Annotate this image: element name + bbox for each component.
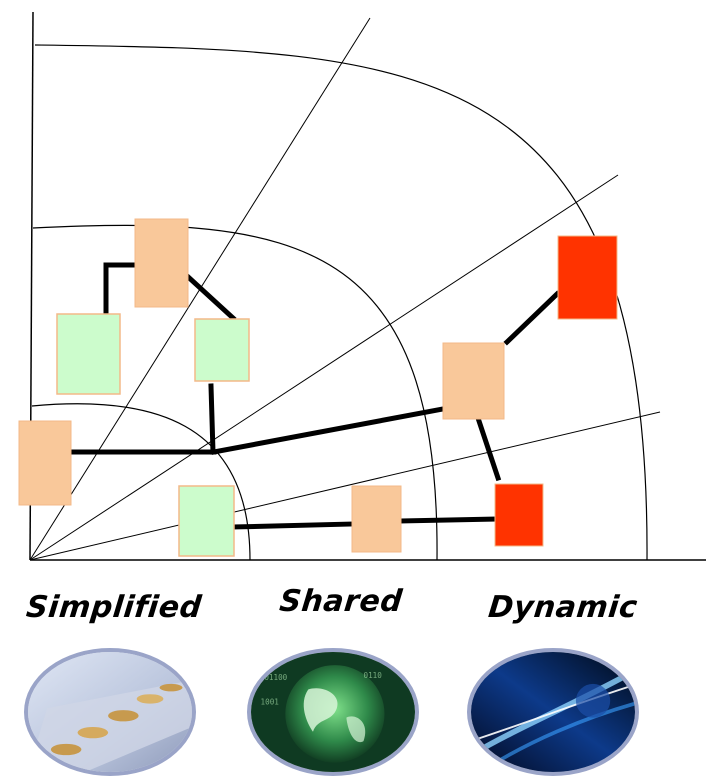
connector-bottom-left [230,521,355,530]
box-peach-left [18,420,72,506]
svg-text:01100: 01100 [264,673,287,682]
connector-hub-right [211,405,451,455]
connector-top-right [182,271,237,322]
connector-bottom-right [398,516,498,524]
connector-mid-green-down [208,383,216,455]
connector-right-down [474,414,502,482]
svg-text:1001: 1001 [261,698,280,707]
box-green-left [56,313,121,395]
box-red-bottom [494,483,544,547]
box-green-middle [194,318,250,382]
box-peach-right [442,342,505,420]
svg-text:0110: 0110 [364,671,383,680]
coins-photo-icon [24,648,196,776]
box-red-top [557,235,618,320]
box-peach-bottom [351,485,402,553]
connector-right-red [503,290,561,346]
light-streak-photo-icon [467,648,639,776]
caption-dynamic: Dynamic [486,590,640,625]
box-green-bottom [178,485,235,557]
connector-top-left [103,262,139,314]
arc-inner [31,403,251,561]
globe-photo-icon: 01100 0110 1001 [247,648,419,776]
ray-2 [29,174,619,561]
ray-3 [29,411,661,561]
arc-outer [34,44,648,561]
caption-simplified: Simplified [24,590,204,625]
box-peach-top [134,218,189,308]
caption-shared: Shared [277,584,405,619]
